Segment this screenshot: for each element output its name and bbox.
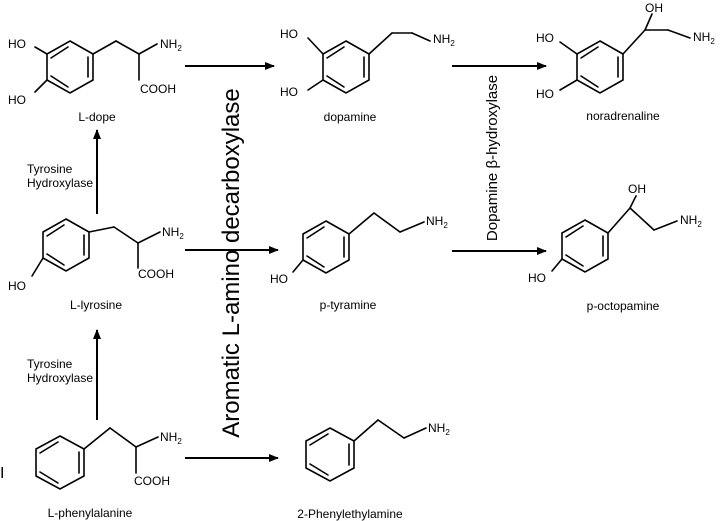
compound-name: dopamine xyxy=(324,110,377,124)
enzyme-label-aromatic-decarboxylase: Aromatic L-amino decarboxylase xyxy=(218,88,245,438)
compound-p-octopamine: HO OH NH2 p-octopamine xyxy=(528,182,702,313)
benzene-ring xyxy=(302,220,350,274)
hydroxyl-label: HO xyxy=(536,87,554,101)
compound-name: p-octopamine xyxy=(587,299,660,313)
amine-label: NH2 xyxy=(160,430,182,446)
hydroxyl-label: HO xyxy=(270,272,288,286)
enzyme-label-tyrosine-hydroxylase: Tyrosine Hydroxylase xyxy=(27,162,93,190)
hydroxyl-label: HO xyxy=(8,93,26,107)
hydroxyl-label: HO xyxy=(8,37,26,51)
carboxyl-label: COOH xyxy=(138,267,174,281)
enzyme-label-tyrosine-hydroxylase: Tyrosine Hydroxylase xyxy=(27,357,93,385)
compound-name: p-tyramine xyxy=(320,298,377,312)
hydroxyl-label: OH xyxy=(645,1,663,15)
compound-noradrenaline: HO HO OH NH2 noradrenaline xyxy=(536,1,715,123)
compound-l-dope: HO HO NH2 COOH L-dope xyxy=(8,37,182,124)
amine-label: NH2 xyxy=(433,32,455,48)
carboxyl-label: COOH xyxy=(140,82,176,96)
compound-l-tyrosine: HO NH2 COOH L-lyrosine xyxy=(8,218,184,312)
reaction-arrows xyxy=(93,62,547,462)
amine-label: NH2 xyxy=(426,214,448,230)
benzene-ring xyxy=(35,435,85,490)
amine-label: NH2 xyxy=(693,30,715,46)
amine-label: NH2 xyxy=(428,421,450,437)
compound-name: noradrenaline xyxy=(586,109,660,123)
benzene-ring xyxy=(305,427,355,482)
compound-l-phenylalanine: NH2 COOH L-phenylalanine xyxy=(35,427,182,520)
hydroxyl-label: HO xyxy=(280,85,298,99)
carboxyl-label: COOH xyxy=(134,474,170,488)
benzene-ring xyxy=(322,40,370,94)
compound-name: L-dope xyxy=(78,110,116,124)
compound-p-tyramine: HO NH2 p-tyramine xyxy=(270,212,448,312)
hydroxyl-label: HO xyxy=(528,271,546,285)
margin-mark: I xyxy=(0,465,4,482)
compound-name: L-lyrosine xyxy=(70,298,122,312)
compound-dopamine: HO HO NH2 dopamine xyxy=(280,27,455,124)
hydroxyl-label: HO xyxy=(536,31,554,45)
amine-label: NH2 xyxy=(162,225,184,241)
hydroxyl-label: HO xyxy=(280,27,298,41)
hydroxyl-label: OH xyxy=(628,182,646,196)
benzene-ring xyxy=(561,219,609,273)
benzene-ring xyxy=(576,40,624,94)
benzene-ring xyxy=(46,40,94,94)
compound-name: L-phenylalanine xyxy=(48,506,133,520)
amine-label: NH2 xyxy=(680,213,702,229)
hydroxyl-label: HO xyxy=(8,279,26,293)
amine-label: NH2 xyxy=(160,37,182,53)
enzyme-label-dopamine-beta-hydroxylase: Dopamine β-hydroxylase xyxy=(484,75,501,241)
compound-name: 2-Phenylethylamine xyxy=(297,507,403,521)
compound-2-phenylethylamine: NH2 2-Phenylethylamine xyxy=(297,419,450,521)
benzene-ring xyxy=(42,218,90,272)
